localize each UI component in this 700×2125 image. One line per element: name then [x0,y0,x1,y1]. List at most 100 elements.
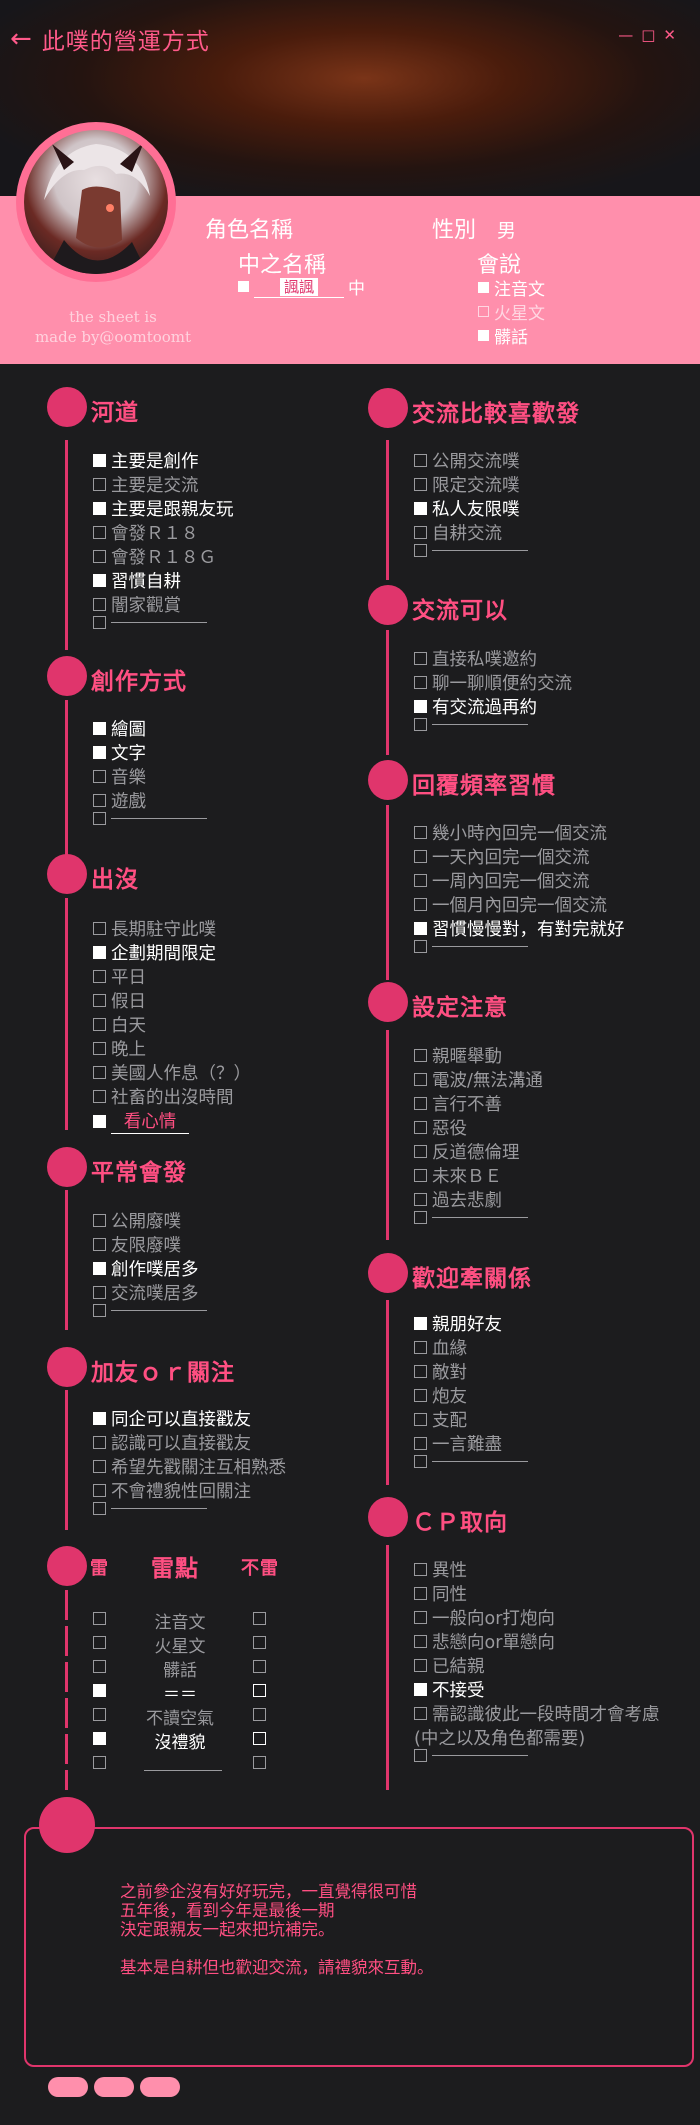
checkbox[interactable] [93,1484,106,1497]
checkbox[interactable] [414,526,427,539]
checkbox-item[interactable]: 習慣自耕 [93,568,181,593]
checkbox[interactable] [414,1073,427,1086]
checkbox[interactable] [414,1635,427,1648]
checkbox-item[interactable] [414,940,528,953]
checkbox[interactable] [93,970,106,983]
checkbox[interactable] [93,1042,106,1055]
blank-field[interactable] [432,1217,528,1218]
checkbox-item[interactable]: 一周內回完一個交流 [414,868,590,893]
checkbox-item[interactable]: 幾小時內回完一個交流 [414,820,607,845]
checkbox-item[interactable]: 親朋好友 [414,1311,502,1336]
checkbox-item[interactable]: 私人友限噗 [414,496,520,521]
blank-field[interactable] [432,1461,528,1462]
checkbox-item[interactable] [414,544,528,557]
ok-checkbox[interactable] [253,1708,266,1721]
checkbox-item[interactable]: 支配 [414,1407,467,1432]
checkbox-item[interactable]: 不會禮貌性回關注 [93,1478,251,1503]
checkbox-item[interactable] [414,718,528,731]
checkbox-item[interactable]: 惡役 [414,1115,467,1140]
checkbox-item[interactable]: 社畜的出沒時間 [93,1084,234,1109]
blank-field[interactable] [432,1755,528,1756]
checkbox[interactable] [93,1436,106,1449]
checkbox[interactable] [414,922,427,935]
checkbox[interactable] [414,1145,427,1158]
checkbox[interactable] [414,1365,427,1378]
checkbox[interactable] [414,874,427,887]
checkbox-item[interactable]: 平日 [93,964,146,989]
mine-checkbox[interactable] [93,1660,106,1673]
checkbox-item[interactable]: 直接私噗邀約 [414,646,537,671]
checkbox[interactable] [93,1114,106,1128]
ok-checkbox[interactable] [253,1612,266,1625]
checkbox[interactable] [93,1304,106,1317]
checkbox[interactable] [414,1097,427,1110]
checkbox-item[interactable]: 繪圖 [93,716,146,741]
checkbox[interactable] [93,1502,106,1515]
checkbox[interactable] [414,1121,427,1134]
checkbox[interactable] [93,1214,106,1227]
checkbox[interactable] [93,1460,106,1473]
checkbox[interactable] [414,1683,427,1696]
checkbox[interactable] [414,1659,427,1672]
checkbox-item[interactable]: 有交流過再約 [414,694,537,719]
checkbox-item[interactable] [414,1749,528,1762]
checkbox[interactable] [414,676,427,689]
checkbox-item[interactable]: 聊一聊順便約交流 [414,670,572,695]
checkbox[interactable] [93,770,106,783]
checkbox[interactable] [93,478,106,491]
blank-field[interactable] [432,946,528,947]
checkbox-item[interactable]: 血緣 [414,1335,467,1360]
blank-field[interactable] [111,1508,207,1509]
checkbox[interactable] [93,922,106,935]
checkbox[interactable] [414,826,427,839]
checkbox[interactable] [414,1707,427,1720]
page-tab[interactable] [94,2077,134,2097]
checkbox[interactable] [414,1193,427,1206]
checkbox[interactable] [93,722,106,735]
checkbox-item[interactable] [93,616,207,629]
checkbox-item[interactable] [93,1304,207,1317]
checkbox[interactable] [414,1341,427,1354]
checkbox[interactable] [414,502,427,515]
checkbox-item[interactable]: 文字 [93,740,146,765]
checkbox[interactable] [93,598,106,611]
checkbox-item[interactable]: 言行不善 [414,1091,502,1116]
checkbox[interactable] [93,1090,106,1103]
ok-checkbox[interactable] [253,1684,266,1697]
checkbox-item[interactable]: 自耕交流 [414,520,502,545]
maximize-icon[interactable]: □ [641,26,656,44]
speaks-option[interactable]: 注音文 [478,275,545,300]
checkbox-item[interactable]: 主要是創作 [93,448,199,473]
checkbox[interactable] [414,1587,427,1600]
checkbox-item[interactable]: 公開交流噗 [414,448,520,473]
checkbox[interactable] [414,1611,427,1624]
checkbox-item[interactable]: 異性 [414,1557,467,1582]
checkbox-item[interactable]: 會發Ｒ１８Ｇ [93,544,216,569]
checkbox[interactable] [93,1262,106,1275]
checkbox-item[interactable]: 習慣慢慢對，有對完就好 [414,916,625,941]
checkbox[interactable] [478,306,489,317]
checkbox[interactable] [414,1211,427,1224]
checkbox[interactable] [414,1389,427,1402]
checkbox-item[interactable]: 過去悲劇 [414,1187,502,1212]
checkbox-item[interactable]: 認識可以直接戳友 [93,1430,251,1455]
checkbox-item[interactable]: 希望先戳關注互相熟悉 [93,1454,286,1479]
checkbox-item[interactable]: 不接受 [414,1677,485,1702]
checkbox-item[interactable]: 一言難盡 [414,1431,502,1456]
checkbox[interactable] [414,1049,427,1062]
checkbox-item[interactable]: 反道德倫理 [414,1139,520,1164]
checkbox[interactable] [414,478,427,491]
mine-checkbox[interactable] [93,1684,106,1697]
checkbox-item[interactable]: 主要是交流 [93,472,199,497]
checkbox[interactable] [93,1238,106,1251]
close-icon[interactable]: ✕ [663,26,676,44]
checkbox[interactable] [93,502,106,515]
blank-field[interactable] [111,818,207,819]
page-tab[interactable] [140,2077,180,2097]
checkbox-item[interactable]: 公開廢噗 [93,1208,181,1233]
checkbox-item[interactable]: 友限廢噗 [93,1232,181,1257]
speaks-option[interactable]: 火星文 [478,299,545,324]
ok-checkbox[interactable] [253,1756,266,1769]
mine-checkbox[interactable] [93,1636,106,1649]
checkbox[interactable] [93,616,106,629]
